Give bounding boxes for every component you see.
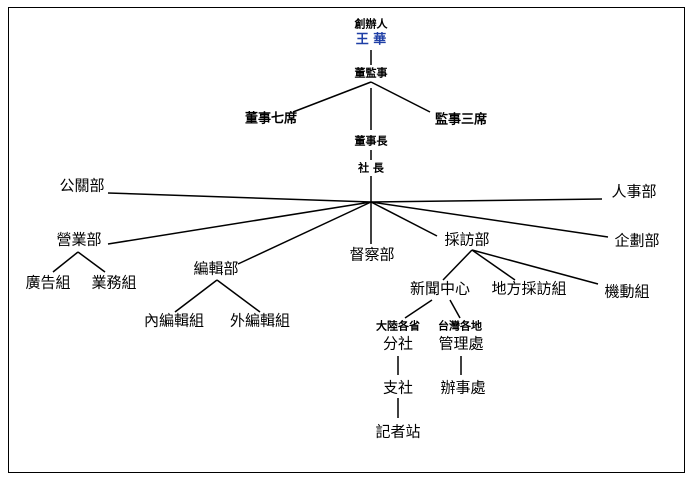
supervisors-node: 監事三席 (434, 112, 488, 128)
line-hub-business (107, 201, 372, 245)
foreign-editorial-team: 外編輯組 (229, 311, 291, 330)
founder-name: 王 華 (355, 32, 387, 48)
reporter-station: 記者站 (375, 422, 421, 441)
news-center: 新聞中心 (409, 279, 471, 298)
board-node: 董監事 (354, 66, 388, 80)
taiwan-label: 台灣各地 (438, 319, 482, 333)
line-business-advertising (52, 251, 79, 273)
mainland-label: 大陸各省 (376, 319, 420, 333)
domestic-editorial-team: 內編輯組 (143, 311, 205, 330)
field-office: 辦事處 (440, 378, 486, 397)
line-reporting-mobile (471, 249, 599, 285)
chairman-node: 董事長 (354, 134, 388, 148)
reporting-dept: 採訪部 (444, 230, 490, 249)
inspection-dept: 督察部 (349, 245, 395, 264)
line-board-directors (292, 81, 372, 113)
line-newscenter-taiwan (449, 299, 461, 319)
president-node: 社 長 (358, 161, 384, 175)
diagram-frame (8, 7, 685, 473)
business-dept: 營業部 (56, 230, 102, 249)
line-editorial-foreign (216, 279, 261, 313)
line-business-operations (77, 251, 106, 273)
mobile-team: 機動組 (604, 282, 650, 301)
local-reporting-team: 地方採訪組 (491, 279, 567, 298)
line-hub-editorial (237, 201, 372, 265)
operations-team: 業務組 (91, 273, 137, 292)
advertising-team: 廣告組 (25, 273, 71, 292)
line-hub-public-relations (107, 192, 372, 203)
line-hub-personnel (370, 198, 603, 203)
editorial-dept: 編輯部 (193, 259, 239, 278)
planning-dept: 企劃部 (614, 231, 660, 250)
branch-office: 分社 (382, 334, 414, 353)
admin-office: 管理處 (438, 334, 484, 353)
line-newscenter-mainland (404, 299, 433, 319)
line-hub-reporting (370, 201, 438, 237)
sub-branch: 支社 (382, 378, 414, 397)
line-board-supervisors (370, 81, 431, 113)
directors-node: 董事七席 (244, 111, 298, 127)
founder-title: 創辦人 (354, 17, 388, 31)
line-reporting-local (471, 249, 516, 281)
line-editorial-domestic (174, 279, 218, 313)
public-relations-dept: 公關部 (59, 176, 105, 195)
line-hub-planning (370, 201, 609, 238)
personnel-dept: 人事部 (611, 182, 657, 201)
line-reporting-newscenter (442, 249, 473, 281)
